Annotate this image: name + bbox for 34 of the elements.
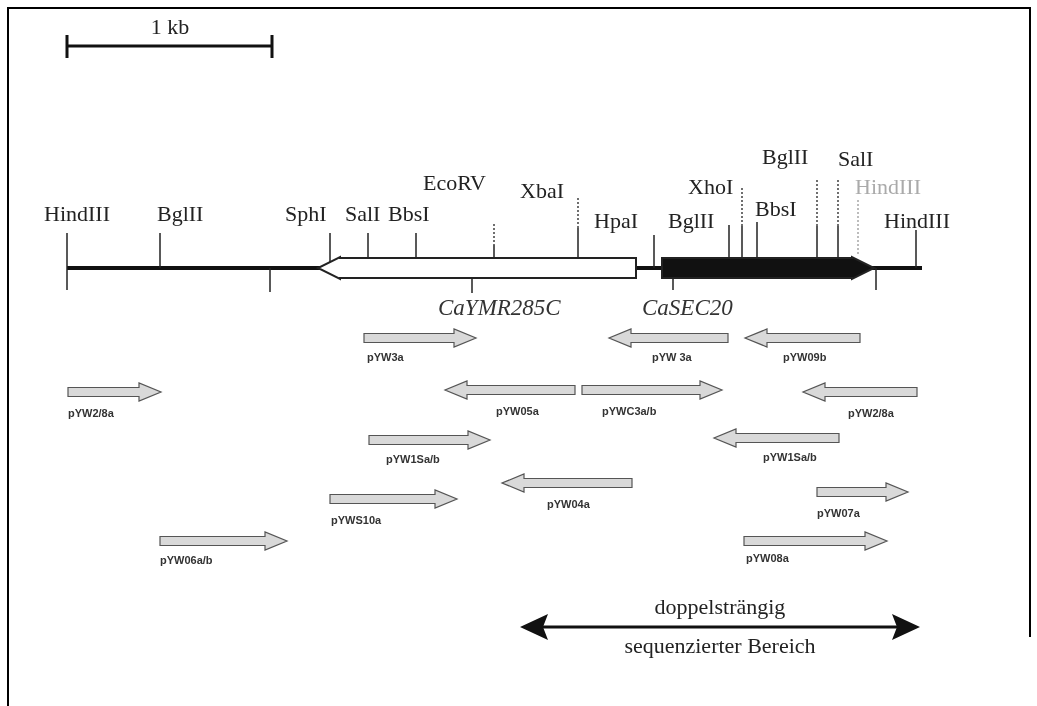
clone-name: pYW1Sa/b bbox=[386, 453, 440, 465]
restriction-site-label: EcoRV bbox=[423, 172, 486, 194]
restriction-site-label: BglII bbox=[762, 146, 809, 168]
restriction-site-label: BbsI bbox=[755, 198, 797, 220]
restriction-site-label: HindIII bbox=[855, 176, 921, 198]
restriction-site-label: XhoI bbox=[688, 176, 734, 198]
restriction-site-label: BglII bbox=[668, 210, 715, 232]
restriction-site-label: SphI bbox=[285, 203, 327, 225]
restriction-site-label: HindIII bbox=[44, 203, 110, 225]
clone-name: pYW1Sa/b bbox=[763, 451, 817, 463]
region-label: sequenzierter Bereich bbox=[624, 635, 816, 657]
scale-label: 1 kb bbox=[150, 16, 190, 38]
clone-name: pYWC3a/b bbox=[602, 405, 657, 417]
restriction-site-label: BbsI bbox=[388, 203, 430, 225]
clone-name: pYW09b bbox=[783, 351, 827, 363]
restriction-site-label: SalI bbox=[345, 203, 381, 225]
clone-name: pYW05a bbox=[496, 405, 539, 417]
restriction-site-label: XbaI bbox=[520, 180, 564, 202]
restriction-site-label: BglII bbox=[157, 203, 204, 225]
clone-name: pYW08a bbox=[746, 552, 789, 564]
region-label: doppelsträngig bbox=[654, 596, 786, 618]
gene-name: CaSEC20 bbox=[642, 295, 733, 321]
clone-name: pYW2/8a bbox=[848, 407, 894, 419]
gene-name: CaYMR285C bbox=[438, 295, 561, 321]
clone-name: pYW3a bbox=[367, 351, 404, 363]
restriction-site-label: HpaI bbox=[594, 210, 638, 232]
restriction-site-label: SalI bbox=[838, 148, 874, 170]
restriction-site-label: HindIII bbox=[884, 210, 950, 232]
clone-name: pYW 3a bbox=[652, 351, 692, 363]
clone-name: pYW2/8a bbox=[68, 407, 114, 419]
clone-name: pYW06a/b bbox=[160, 554, 213, 566]
clone-name: pYW07a bbox=[817, 507, 860, 519]
clone-name: pYW04a bbox=[547, 498, 590, 510]
clone-name: pYWS10a bbox=[331, 514, 382, 526]
